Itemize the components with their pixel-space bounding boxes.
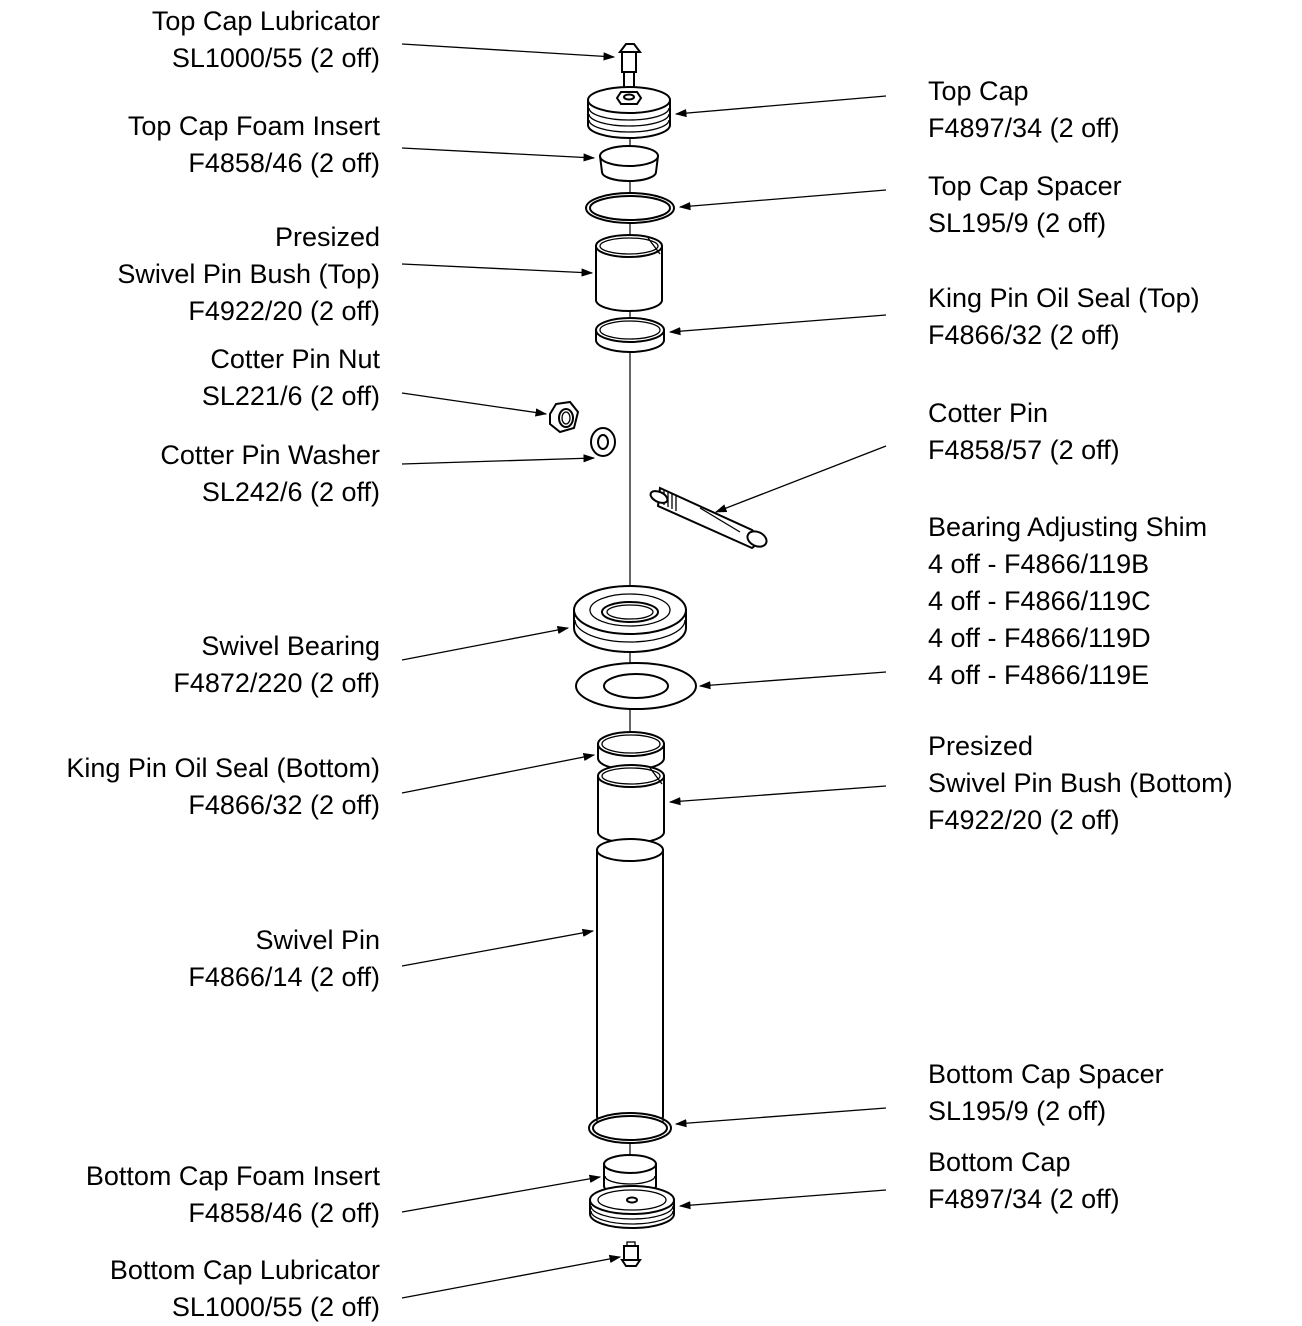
leader-king-pin-oil-seal-bottom — [401, 753, 596, 794]
label-line: Cotter Pin — [928, 398, 1049, 428]
label-line: SL195/9 (2 off) — [928, 208, 1107, 238]
top-cap-foam-insert-part — [598, 145, 660, 182]
label-swivel-pin-bush-bottom: Presized Swivel Pin Bush (Bottom) F4922/… — [928, 728, 1233, 839]
label-bottom-cap-foam-insert: Bottom Cap Foam Insert F4858/46 (2 off) — [86, 1158, 380, 1232]
label-line: F4872/220 (2 off) — [173, 668, 380, 698]
label-line: SL1000/55 (2 off) — [171, 1292, 380, 1322]
label-king-pin-oil-seal-bottom: King Pin Oil Seal (Bottom) F4866/32 (2 o… — [66, 750, 380, 824]
top-cap-lubricator-part — [618, 43, 642, 91]
swivel-pin-bush-top-part — [595, 234, 663, 312]
leader-cotter-pin-washer — [401, 454, 596, 465]
label-top-cap-spacer: Top Cap Spacer SL195/9 (2 off) — [928, 168, 1122, 242]
label-line: 4 off - F4866/119B — [928, 549, 1150, 579]
bottom-cap-part — [589, 1185, 675, 1229]
label-line: Swivel Bearing — [201, 631, 380, 661]
leader-bottom-cap-lubricator — [401, 1254, 622, 1299]
king-pin-oil-seal-top-part — [595, 317, 665, 353]
label-line: Bottom Cap Lubricator — [109, 1255, 380, 1285]
cotter-pin-washer-part — [590, 427, 616, 457]
swivel-pin-bush-bottom-part — [597, 764, 665, 844]
label-line: King Pin Oil Seal (Top) — [928, 283, 1200, 313]
leader-top-cap-foam-insert — [401, 147, 596, 162]
label-line: F4866/32 (2 off) — [188, 790, 380, 820]
label-cotter-pin: Cotter Pin F4858/57 (2 off) — [928, 395, 1120, 469]
leader-bearing-adjusting-shim — [698, 671, 887, 690]
leader-top-cap-lubricator — [401, 43, 616, 61]
label-line: Bearing Adjusting Shim — [928, 512, 1208, 542]
label-line: SL1000/55 (2 off) — [171, 43, 380, 73]
bearing-adjusting-shim-part — [575, 662, 697, 710]
label-bearing-adjusting-shim: Bearing Adjusting Shim 4 off - F4866/119… — [928, 509, 1207, 694]
label-line: SL242/6 (2 off) — [201, 477, 380, 507]
label-line: Swivel Pin Bush (Bottom) — [928, 768, 1233, 798]
label-line: Swivel Pin Bush (Top) — [117, 259, 380, 289]
leader-swivel-bearing — [401, 625, 570, 661]
label-line: 4 off - F4866/119C — [928, 586, 1151, 616]
king-pin-oil-seal-bottom-part — [597, 731, 665, 771]
label-bottom-cap-spacer: Bottom Cap Spacer SL195/9 (2 off) — [928, 1056, 1164, 1130]
label-bottom-cap-lubricator: Bottom Cap Lubricator SL1000/55 (2 off) — [110, 1252, 380, 1326]
label-bottom-cap: Bottom Cap F4897/34 (2 off) — [928, 1144, 1120, 1218]
leader-bottom-cap-foam-insert — [401, 1174, 602, 1213]
label-swivel-pin: Swivel Pin F4866/14 (2 off) — [188, 922, 380, 996]
label-cotter-pin-washer: Cotter Pin Washer SL242/6 (2 off) — [160, 437, 380, 511]
bottom-cap-spacer-part — [588, 1112, 672, 1144]
swivel-pin-part — [596, 838, 664, 1128]
label-line: SL195/9 (2 off) — [928, 1096, 1107, 1126]
label-king-pin-oil-seal-top: King Pin Oil Seal (Top) F4866/32 (2 off) — [928, 280, 1200, 354]
leader-top-cap-spacer — [678, 189, 887, 211]
label-line: F4866/14 (2 off) — [188, 962, 380, 992]
top-cap-part — [587, 86, 671, 139]
label-line: Swivel Pin — [255, 925, 380, 955]
top-cap-spacer-part — [585, 192, 675, 224]
label-line: F4922/20 (2 off) — [188, 296, 380, 326]
label-line: Cotter Pin Washer — [160, 440, 380, 470]
label-line: Bottom Cap — [928, 1147, 1071, 1177]
label-line: F4897/34 (2 off) — [928, 1184, 1120, 1214]
label-line: F4866/32 (2 off) — [928, 320, 1120, 350]
label-line: Bottom Cap Foam Insert — [85, 1161, 380, 1191]
label-line: Top Cap Lubricator — [151, 6, 380, 36]
label-line: Top Cap Spacer — [928, 171, 1122, 201]
bottom-cap-lubricator-part — [620, 1241, 642, 1267]
label-top-cap-foam-insert: Top Cap Foam Insert F4858/46 (2 off) — [128, 108, 380, 182]
label-line: F4922/20 (2 off) — [928, 805, 1120, 835]
label-cotter-pin-nut: Cotter Pin Nut SL221/6 (2 off) — [202, 341, 380, 415]
label-line: Top Cap Foam Insert — [127, 111, 380, 141]
label-line: Top Cap — [928, 76, 1029, 106]
label-line: F4858/46 (2 off) — [188, 148, 380, 178]
label-line: F4858/57 (2 off) — [928, 435, 1120, 465]
leader-bottom-cap — [678, 1189, 887, 1210]
swivel-bearing-part — [573, 585, 687, 653]
leader-swivel-pin — [401, 928, 595, 967]
label-line: Bottom Cap Spacer — [928, 1059, 1164, 1089]
cotter-pin-part — [649, 486, 768, 550]
leader-cotter-pin-nut — [401, 392, 548, 417]
label-line: F4858/46 (2 off) — [188, 1198, 380, 1228]
leader-cotter-pin — [714, 445, 887, 513]
leader-swivel-pin-bush-top — [401, 263, 594, 277]
leader-top-cap — [674, 95, 887, 118]
label-line: Presized — [274, 222, 380, 252]
cotter-pin-nut-part — [549, 400, 580, 434]
leader-king-pin-oil-seal-top — [668, 314, 887, 336]
label-swivel-bearing: Swivel Bearing F4872/220 (2 off) — [173, 628, 380, 702]
label-top-cap-lubricator: Top Cap Lubricator SL1000/55 (2 off) — [152, 3, 380, 77]
label-top-cap: Top Cap F4897/34 (2 off) — [928, 73, 1120, 147]
label-line: King Pin Oil Seal (Bottom) — [66, 753, 380, 783]
leader-bottom-cap-spacer — [674, 1107, 887, 1128]
label-line: 4 off - F4866/119E — [928, 660, 1150, 690]
label-line: Cotter Pin Nut — [210, 344, 380, 374]
label-swivel-pin-bush-top: Presized Swivel Pin Bush (Top) F4922/20 … — [117, 219, 380, 330]
label-line: F4897/34 (2 off) — [928, 113, 1120, 143]
label-line: 4 off - F4866/119D — [928, 623, 1151, 653]
label-line: SL221/6 (2 off) — [201, 381, 380, 411]
label-line: Presized — [928, 731, 1034, 761]
leader-swivel-pin-bush-bottom — [668, 785, 887, 806]
